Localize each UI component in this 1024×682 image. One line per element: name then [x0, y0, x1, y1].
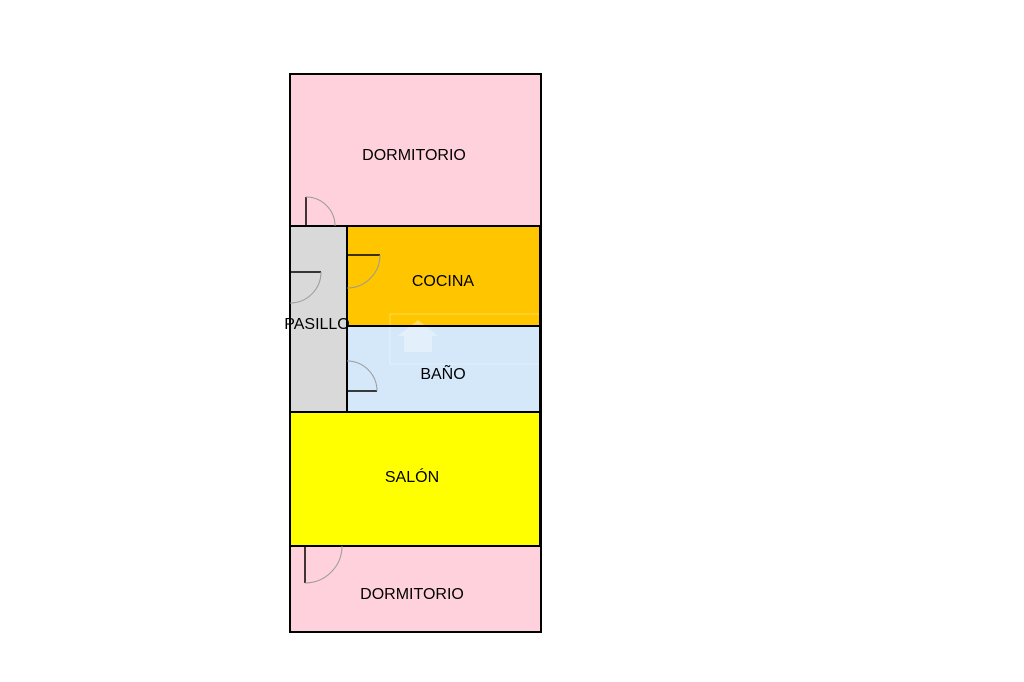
label-dormitorio-top: DORMITORIO — [362, 147, 466, 164]
door-pasillo — [289, 271, 322, 304]
label-pasillo: PASILLO — [284, 316, 350, 333]
label-salon: SALÓN — [385, 467, 439, 486]
room-cocina — [347, 226, 540, 326]
door-bano — [346, 360, 378, 392]
room-bano — [347, 326, 540, 412]
door-cocina — [346, 254, 381, 289]
walls — [289, 73, 542, 633]
room-dormitorio-bottom — [290, 546, 541, 632]
label-cocina: COCINA — [412, 273, 475, 290]
door-dormitorio-top — [305, 196, 336, 227]
label-bano: BAÑO — [420, 363, 465, 383]
label-dormitorio-bottom: DORMITORIO — [360, 586, 464, 603]
room-dormitorio-top — [290, 74, 541, 226]
room-salon — [290, 412, 540, 546]
door-dormitorio-bottom — [304, 545, 343, 584]
room-pasillo — [290, 226, 347, 412]
